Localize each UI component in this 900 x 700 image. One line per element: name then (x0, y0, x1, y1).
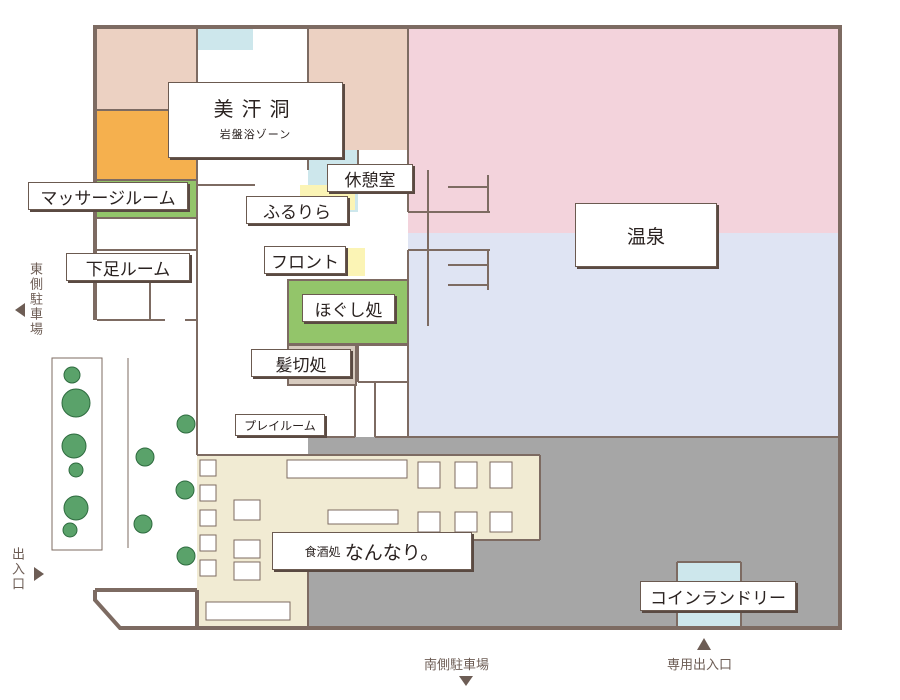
fururira-label[interactable]: ふるりら (246, 196, 348, 224)
kamikiri-label[interactable]: 髪切処 (251, 349, 351, 377)
arrow-right-icon (34, 567, 44, 581)
front-label[interactable]: フロント (264, 246, 346, 274)
south-parking-label: 南側駐車場 (424, 658, 490, 673)
restaurant-label[interactable]: 食酒処 なんなり。 (272, 532, 472, 570)
play-room-label[interactable]: プレイルーム (235, 414, 325, 436)
east-parking-label: 東側駐車場 (27, 262, 42, 337)
massage-room-label[interactable]: マッサージルーム (28, 182, 188, 210)
restaurant-area[interactable] (197, 455, 540, 627)
restaurant-prefix: 食酒処 (304, 544, 341, 559)
private-entrance-label: 専用出入口 (667, 658, 733, 673)
front-accent[interactable] (345, 248, 365, 276)
ganbanyoku-label[interactable]: 美汗洞 岩盤浴ゾーン (168, 82, 343, 158)
shitaashi-label[interactable]: 下足ルーム (66, 253, 190, 281)
ganbanyoku-subtitle: 岩盤浴ゾーン (219, 127, 292, 141)
east-parking-trees (51, 357, 196, 566)
hot-spring-lower-area[interactable] (408, 233, 839, 437)
arrow-down-icon (459, 676, 473, 686)
entrance-left-label: 出入口 (9, 547, 24, 592)
kyukeishitsu-label[interactable]: 休憩室 (327, 164, 413, 192)
hogushi-label[interactable]: ほぐし処 (302, 294, 395, 322)
arrow-left-icon (15, 303, 25, 317)
tree-icon (61, 366, 196, 566)
hot-spring-upper-area[interactable] (408, 27, 839, 233)
onsen-label[interactable]: 温泉 (575, 203, 717, 267)
arrow-up-icon (697, 638, 711, 650)
shower-room[interactable] (198, 28, 253, 50)
restaurant-name: なんなり。 (344, 541, 440, 564)
laundry-label[interactable]: コインランドリー (640, 581, 796, 611)
onsen-entrance-walls (448, 175, 489, 290)
restaurant-tables (199, 459, 513, 621)
outer-walls (93, 25, 842, 630)
ganbanyoku-title: 美汗洞 (213, 96, 298, 121)
